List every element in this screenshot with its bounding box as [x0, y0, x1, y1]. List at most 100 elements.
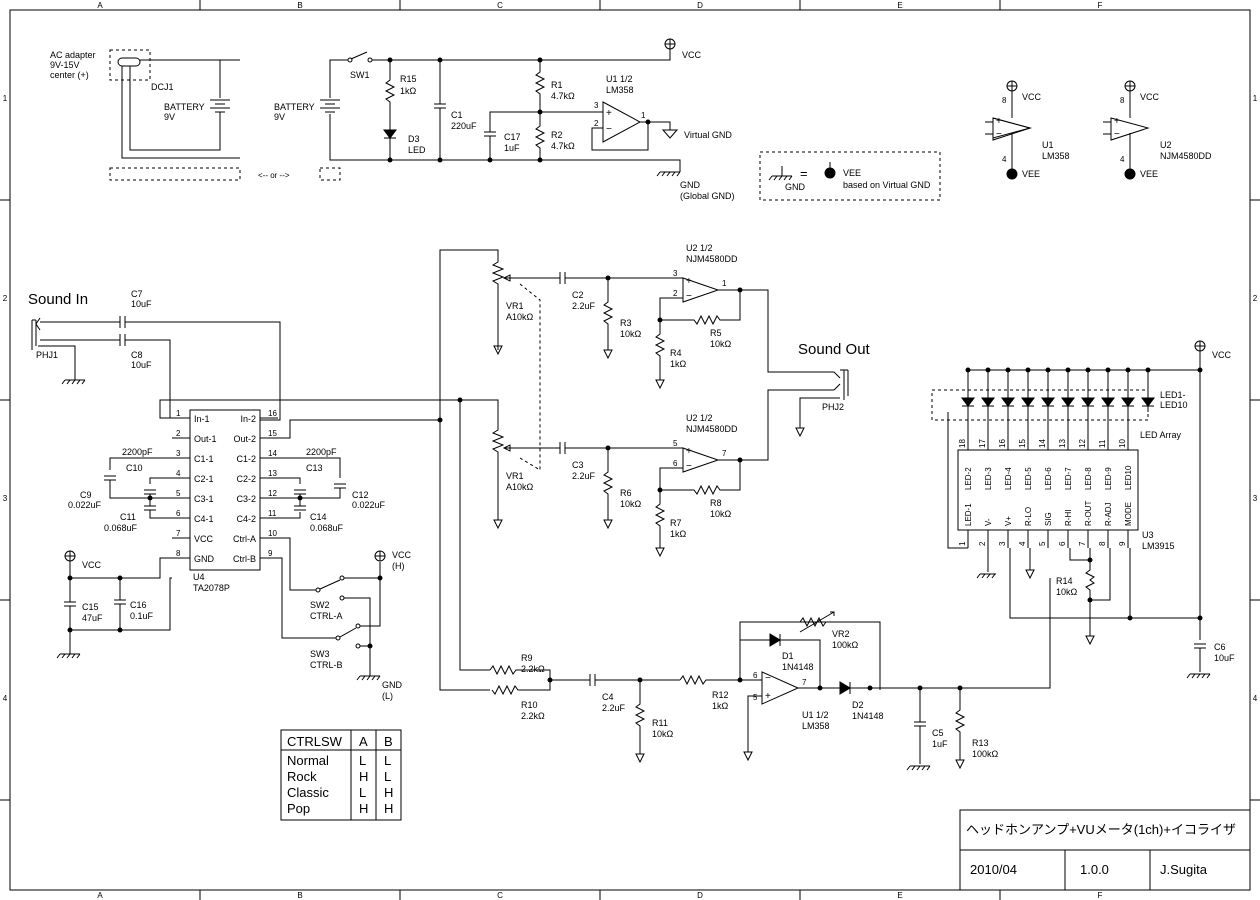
ctrl-table-header-1: A — [359, 734, 368, 749]
grid-col-b-bottom: B — [297, 891, 302, 900]
u2b-value: NJM4580DD — [686, 424, 738, 434]
svg-text:−: − — [765, 673, 771, 684]
r7-value: 1kΩ — [670, 529, 687, 539]
c15-value: 47uF — [82, 613, 103, 623]
grid-col-a-bottom: A — [97, 891, 103, 900]
u1b-value: LM358 — [802, 721, 830, 731]
vr1b-label: VR1 — [506, 471, 524, 481]
svg-text:1: 1 — [722, 279, 727, 288]
led-diode — [1021, 397, 1035, 407]
u3-bottom-pin-name: V+ — [1004, 516, 1013, 526]
drawing-title: ヘッドホンアンプ+VUメータ(1ch)+イコライザ — [966, 822, 1236, 837]
u2b-label: U2 1/2 — [686, 413, 713, 423]
svg-text:5: 5 — [673, 439, 678, 448]
svg-text:+: + — [686, 276, 692, 287]
grid-row-3-right: 3 — [1253, 494, 1258, 503]
r11-value: 10kΩ — [652, 729, 674, 739]
c17-label: C17 — [504, 132, 521, 142]
r7-label: R7 — [670, 518, 682, 528]
u4-right-pin-name: In-2 — [240, 414, 256, 424]
sw1-label: SW1 — [350, 70, 370, 80]
u4-left-pin-name: C3-1 — [194, 494, 214, 504]
u3-top-pin-num: 16 — [998, 439, 1007, 448]
u3-bottom-pin-num: 7 — [1078, 541, 1087, 546]
r12-label: R12 — [712, 690, 729, 700]
d2-label: D2 — [852, 700, 864, 710]
sound-input-section: Sound In PHJ1 C7 10uF C8 10uF — [28, 289, 281, 421]
c14-value: 0.068uF — [310, 523, 344, 533]
c13-value: 2200pF — [306, 447, 337, 457]
u3-top-pin-num: 12 — [1078, 439, 1087, 448]
svg-text:2: 2 — [594, 119, 599, 128]
u3-top-pin-num: 18 — [958, 439, 967, 448]
u3-top-pin-name: LED-2 — [964, 467, 973, 490]
u4-left-pin-num: 3 — [176, 449, 181, 458]
vcc-top-label: VCC — [682, 50, 702, 60]
grid-col-e-bottom: E — [897, 891, 902, 900]
u3-bottom-pin-name: R-ADJ — [1104, 502, 1113, 526]
u3-top-pin-name: LED-6 — [1044, 467, 1053, 490]
u3-top-pin-num: 13 — [1058, 439, 1067, 448]
grid-col-e: E — [897, 1, 902, 10]
u3-bottom-pin-name: SIG — [1044, 512, 1053, 526]
c13-label: C13 — [306, 463, 323, 473]
u2a-value: NJM4580DD — [686, 254, 738, 264]
c1-label: C1 — [451, 110, 463, 120]
svg-text:2: 2 — [673, 289, 678, 298]
u4-right-pin-name: Ctrl-A — [233, 534, 256, 544]
svg-text:3: 3 — [594, 101, 599, 110]
u2-vee: VEE — [1140, 169, 1158, 179]
ctrl-table-header-2: B — [384, 734, 393, 749]
ctrl-table-cell: Classic — [287, 785, 329, 800]
svg-text:+: + — [686, 446, 692, 457]
c2-value: 2.2uF — [572, 301, 596, 311]
u4-left-pin-name: C4-1 — [194, 514, 214, 524]
u4-left-pin-num: 4 — [176, 469, 181, 478]
u4-left-pin-name: C2-1 — [194, 474, 214, 484]
u3-bottom-pin-num: 8 — [1098, 541, 1107, 546]
c9-value: 0.022uF — [68, 500, 102, 510]
u4-right-pin-num: 11 — [268, 509, 277, 518]
u4-right-pin-num: 16 — [268, 409, 277, 418]
vr1b-value: A10kΩ — [506, 482, 534, 492]
battery2-symbol — [320, 99, 340, 113]
ac-adapter-label: AC adapter — [50, 50, 96, 60]
vr2-label: VR2 — [832, 629, 850, 639]
c12-value: 0.022uF — [352, 500, 386, 510]
grid-col-d: D — [697, 1, 703, 10]
u4-ta2078p: 1In-12Out-13C1-14C2-15C3-16C4-17VCC8GND … — [56, 249, 499, 701]
ctrl-table-cell: L — [384, 753, 391, 768]
svg-text:−: − — [686, 461, 692, 472]
grid-col-a: A — [97, 1, 103, 10]
u3-top-pin-name: LED-8 — [1084, 467, 1093, 490]
u3-top-pin-num: 15 — [1018, 439, 1027, 448]
r13-label: R13 — [972, 738, 989, 748]
c2-label: C2 — [572, 290, 584, 300]
r3-value: 10kΩ — [620, 329, 642, 339]
r9-label: R9 — [521, 653, 533, 663]
c6-label: C6 — [1214, 642, 1226, 652]
grid-col-d-bottom: D — [697, 891, 703, 900]
c3-label: C3 — [572, 460, 584, 470]
r3-label: R3 — [620, 318, 632, 328]
gnd-l-note: (L) — [382, 691, 393, 701]
u4-left-pin-num: 2 — [176, 429, 181, 438]
c5-value: 1uF — [932, 739, 948, 749]
u3-bottom-pin-num: 6 — [1058, 541, 1067, 546]
r5-value: 10kΩ — [710, 339, 732, 349]
legend-gnd-label: GND — [785, 182, 806, 192]
c11-label: C11 — [120, 512, 136, 522]
led-diode — [1001, 397, 1015, 407]
u4-right-pin-name: Out-2 — [233, 434, 256, 444]
u3-label: U3 — [1142, 530, 1154, 540]
u1a-label: U1 1/2 — [606, 74, 633, 84]
c14-label: C14 — [310, 512, 327, 522]
u1-name: U1 — [1042, 140, 1054, 150]
phj1-label: PHJ1 — [36, 350, 58, 360]
title-block: ヘッドホンアンプ+VUメータ(1ch)+イコライザ 2010/04 1.0.0 … — [959, 809, 1251, 891]
d3-value: LED — [408, 145, 426, 155]
c16-label: C16 — [130, 600, 147, 610]
r10-label: R10 — [521, 700, 538, 710]
led-array-text: LED Array — [1140, 430, 1182, 440]
u1a-value: LM358 — [606, 85, 634, 95]
